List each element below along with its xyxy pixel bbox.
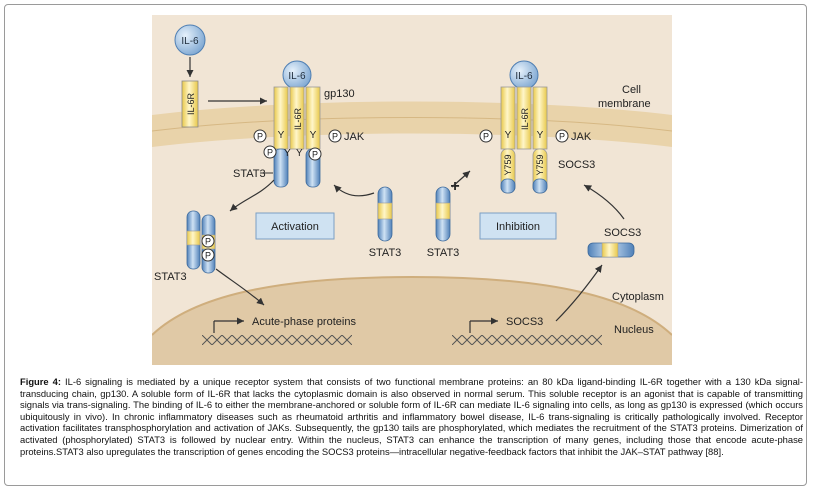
phospho-left-3-label: P <box>267 148 273 158</box>
activation-label: Activation <box>271 221 319 233</box>
caption-text: IL-6 signaling is mediated by a unique r… <box>20 376 803 457</box>
socs3-bound-label: SOCS3 <box>558 159 595 171</box>
stat3-free-1-label: STAT3 <box>369 247 402 259</box>
gp130-label: gp130 <box>324 88 355 100</box>
socs3-protein-band <box>601 242 619 258</box>
stat3-dimer-p1-label: P <box>205 237 211 247</box>
free-il6-ligand <box>174 24 206 56</box>
cell-membrane-label-2: membrane <box>598 98 651 110</box>
nuclear-envelope <box>152 275 672 336</box>
gp130-left-tail-a <box>273 148 289 188</box>
y-site-left-a: Y <box>278 130 285 141</box>
phospho-right-1 <box>479 129 493 143</box>
y-left-3: Y <box>284 148 291 159</box>
arrow-dimer-to-nucleus <box>215 268 265 306</box>
y-site-left-b: Y <box>310 130 317 141</box>
arrow-gene-to-socs3 <box>555 264 603 322</box>
phospho-left-3 <box>263 145 277 159</box>
figure-frame: Cell membrane Cytoplasm Nucleus IL-6 IL-… <box>4 4 807 486</box>
arrow-to-stat3-dimer <box>229 179 275 212</box>
stat3-dimer-a-band <box>186 230 201 246</box>
stat3-free-2-label: STAT3 <box>427 247 460 259</box>
il6-ligand-right-label: IL-6 <box>515 71 533 82</box>
cytoplasm-label: Cytoplasm <box>612 291 664 303</box>
stat3-dimer-p1 <box>201 234 215 248</box>
il6-ligand-left-label: IL-6 <box>288 71 306 82</box>
caption-label: Figure 4: <box>20 376 61 387</box>
inhibition-box <box>479 212 557 240</box>
nucleus-label: Nucleus <box>614 324 654 336</box>
y-site-right-a: Y <box>505 130 512 141</box>
dna-left <box>202 335 352 345</box>
gp130-right-tail-a-end <box>500 178 516 194</box>
inhibition-label: Inhibition <box>496 221 540 233</box>
stat3-docking-label: STAT3 <box>233 168 266 180</box>
il6r-left <box>289 86 305 150</box>
gp130-right-tail-b-end <box>532 178 548 194</box>
membrane-inner-line <box>152 117 672 132</box>
soluble-il6r-label: IL-6R <box>186 92 196 115</box>
jak-right-label: JAK <box>571 131 592 143</box>
y-left-4: Y <box>296 148 303 159</box>
arrow-socs3-to-receptor <box>583 184 625 220</box>
dna-right <box>452 335 602 345</box>
stat3-free-2-band <box>435 202 451 220</box>
il6r-left-label: IL-6R <box>293 107 303 130</box>
stat3-dimer-p2 <box>201 248 215 262</box>
jak-left-label: JAK <box>344 131 365 143</box>
phospho-right-2-label: P <box>559 132 565 142</box>
phospho-left-4-label: P <box>312 150 318 160</box>
socs3-free-label: SOCS3 <box>604 227 641 239</box>
stat3-dimer-label: STAT3 <box>154 271 187 283</box>
acute-phase-proteins-label: Acute-phase proteins <box>252 316 356 328</box>
blocked-arrow <box>451 170 471 188</box>
stat3-dimer-p2-label: P <box>205 251 211 261</box>
phospho-left-2-label: P <box>332 132 338 142</box>
phospho-left-2 <box>328 129 342 143</box>
activation-box <box>255 212 335 240</box>
il6r-right <box>516 86 532 150</box>
blocked-arrow-mark: + <box>450 178 459 195</box>
phospho-left-4 <box>308 147 322 161</box>
y759-right-label: Y759 <box>535 154 545 175</box>
free-il6-label: IL-6 <box>181 36 199 47</box>
phospho-right-1-label: P <box>483 132 489 142</box>
phospho-right-2 <box>555 129 569 143</box>
stat3-free-1-band <box>377 202 393 220</box>
y759-left-label: Y759 <box>503 154 513 175</box>
socs3-gene-label: SOCS3 <box>506 316 543 328</box>
figure-caption: Figure 4: IL-6 signaling is mediated by … <box>20 376 803 457</box>
soluble-il6r <box>181 80 199 128</box>
y-site-right-b: Y <box>537 130 544 141</box>
cell-membrane-label: Cell <box>622 84 641 96</box>
il6-signaling-diagram: Cell membrane Cytoplasm Nucleus IL-6 IL-… <box>152 15 672 365</box>
il6r-right-label: IL-6R <box>520 107 530 130</box>
phospho-left-1-label: P <box>257 132 263 142</box>
arrow-from-free-stat3 <box>333 184 375 197</box>
phospho-left-1 <box>253 129 267 143</box>
